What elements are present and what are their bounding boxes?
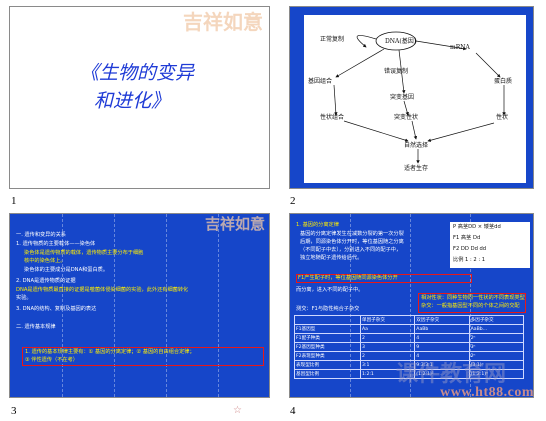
- diagram-panel: DNA(基因) 正常复制 错误复制 mRNA 蛋白质 基因组合 突变基因 突变性…: [304, 15, 526, 183]
- s3-line-2: 1. 遗传物质的主要载体——染色体: [16, 241, 96, 247]
- s3-line-1: 一. 遗传和变异的关系: [16, 232, 66, 238]
- star-icon: ☆: [233, 405, 242, 416]
- s3-line-8: 实验。: [16, 295, 32, 301]
- s4-line-7: 而分离，进入不同的配子中。: [296, 287, 364, 293]
- mutant-trait-label: 突变性状: [394, 113, 418, 121]
- watermark-cn: 课件教育网: [395, 362, 506, 387]
- s3-line-11: 1. 遗传的基本规律主要有：① 基因的分离定律；② 基因的自由组合定律；: [25, 349, 195, 355]
- s3-line-9: 3. DNA的结构、复制及基因的表达: [16, 306, 97, 312]
- s4-line-3: 后期，同源染色体分开时，等位基因随之分离: [300, 239, 404, 245]
- protein-label: 蛋白质: [494, 77, 512, 85]
- slide-3-thumbnail[interactable]: 吉祥如意 一. 遗传和变异的关系 1. 遗传物质的主要载体——染色体 染色体是遗…: [9, 213, 270, 398]
- genetic-variation-diagram: DNA(基因) 正常复制 错误复制 mRNA 蛋白质 基因组合 突变基因 突变性…: [308, 31, 512, 172]
- s4-line-9: 杂交：一般指基因型不同的个体之间的交配: [421, 303, 520, 309]
- s4-highlight-box-1: [296, 274, 472, 283]
- slide-1-decoration: 吉祥如意: [183, 10, 263, 34]
- slide-1-title: 《生物的变异 和进化》: [80, 59, 250, 115]
- title-line-2: 和进化》: [94, 90, 171, 112]
- s3-line-10: 二. 遗传基本规律: [16, 324, 56, 330]
- mutant-gene-label: 突变基因: [390, 93, 414, 101]
- slide-number-2: 2: [290, 195, 296, 207]
- table-row: 单因子杂交双因子杂交多因子杂交: [294, 315, 525, 325]
- s4-line-4: （不同配子中去），分别进入不同的配子中，: [300, 247, 402, 253]
- s3-line-4: 核中的染色体上。: [24, 258, 66, 264]
- s3-highlight-box: [22, 347, 264, 366]
- mrna-label: mRNA: [450, 44, 470, 51]
- s3-line-5: 染色体的主要成分是DNA和蛋白质。: [24, 267, 109, 273]
- watermark-url: www.ht88.com: [440, 385, 534, 400]
- natural-selection-label: 自然选择: [404, 141, 428, 149]
- normal-replication-label: 正常复制: [320, 35, 344, 43]
- s3-line-3: 染色体是遗传物质的载体，遗传物质主要分布于细胞: [24, 250, 144, 256]
- s4-line-5: 独立地随配子遗传给后代。: [300, 255, 363, 261]
- s3-line-6: 2. DNA是遗传物质的证据: [16, 278, 76, 284]
- s4-line-1: 1. 基因的分离定律: [296, 222, 339, 228]
- slide-3-decoration: 吉祥如意: [204, 215, 265, 233]
- s4-line-10: 测交：F1与隐性纯合子杂交: [296, 306, 360, 312]
- slide-2-thumbnail[interactable]: DNA(基因) 正常复制 错误复制 mRNA 蛋白质 基因组合 突变基因 突变性…: [289, 6, 534, 189]
- trait-combination-label: 性状组合: [320, 113, 344, 121]
- s3-line-12: ③ 伴性遗传（不在考）: [25, 357, 78, 363]
- trait-label: 性状: [496, 113, 508, 121]
- cross-diagram-box: P 高茎DD × 矮茎dd F1 高茎 Dd F2 DD Dd dd 比例 1 …: [450, 222, 530, 268]
- slide-number-4: 4: [290, 405, 296, 417]
- gene-recombination-label: 基因组合: [308, 77, 332, 85]
- s4-line-6: F1产生配子时，等位基因随同源染色体分开: [298, 275, 398, 281]
- s4-line-8: 相对性状：同种生物同一性状的不同表现类型: [421, 295, 525, 301]
- s3-line-7: DNA是遗传物质最直接的证据是噬菌体侵染细菌的实验，此外还有细菌转化: [16, 287, 189, 293]
- error-replication-label: 错误复制: [384, 67, 408, 75]
- survival-fittest-label: 适者生存: [404, 164, 428, 172]
- title-line-1: 《生物的变异: [80, 62, 195, 84]
- slide-1-thumbnail[interactable]: 吉祥如意 《生物的变异 和进化》: [9, 6, 270, 189]
- dna-gene-label: DNA(基因): [385, 37, 416, 45]
- slide-number-1: 1: [11, 195, 17, 207]
- slide-4-thumbnail[interactable]: 1. 基因的分离定律 基因的分离定律发生在减数分裂的第一次分裂 后期，同源染色体…: [289, 213, 534, 398]
- s4-line-2: 基因的分离定律发生在减数分裂的第一次分裂: [300, 231, 404, 237]
- slide-number-3: 3: [11, 405, 17, 417]
- s4-highlight-box-2: [418, 293, 526, 313]
